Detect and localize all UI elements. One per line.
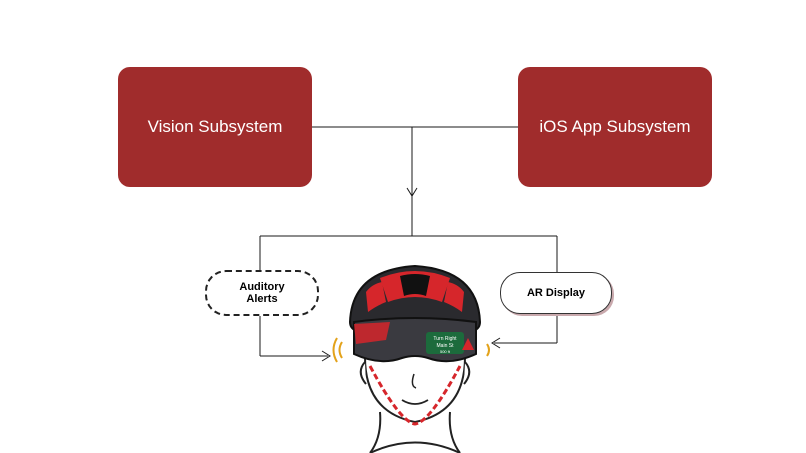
auditory-alerts-node: Auditory Alerts (205, 270, 319, 316)
auditory-alerts-label: Auditory Alerts (239, 281, 285, 305)
bike-helmet-rider-illustration: Turn Right Main St 500 ft (332, 264, 490, 453)
hud-line3: 500 ft (440, 349, 451, 354)
vision-subsystem-label: Vision Subsystem (147, 117, 283, 136)
vision-subsystem-box: Vision Subsystem (118, 67, 312, 187)
hud-line2: Main St (437, 343, 455, 349)
hud-line1: Turn Right (433, 336, 457, 342)
ar-display-node: AR Display (500, 272, 612, 314)
ar-display-label: AR Display (526, 287, 586, 299)
ios-app-subsystem-box: iOS App Subsystem (518, 67, 712, 187)
arrow-left-icon (491, 337, 501, 349)
sound-wave-icon (332, 337, 343, 363)
arrow-down-icon (406, 187, 418, 197)
ios-app-subsystem-label: iOS App Subsystem (539, 117, 691, 136)
arrow-right-icon (321, 350, 331, 362)
